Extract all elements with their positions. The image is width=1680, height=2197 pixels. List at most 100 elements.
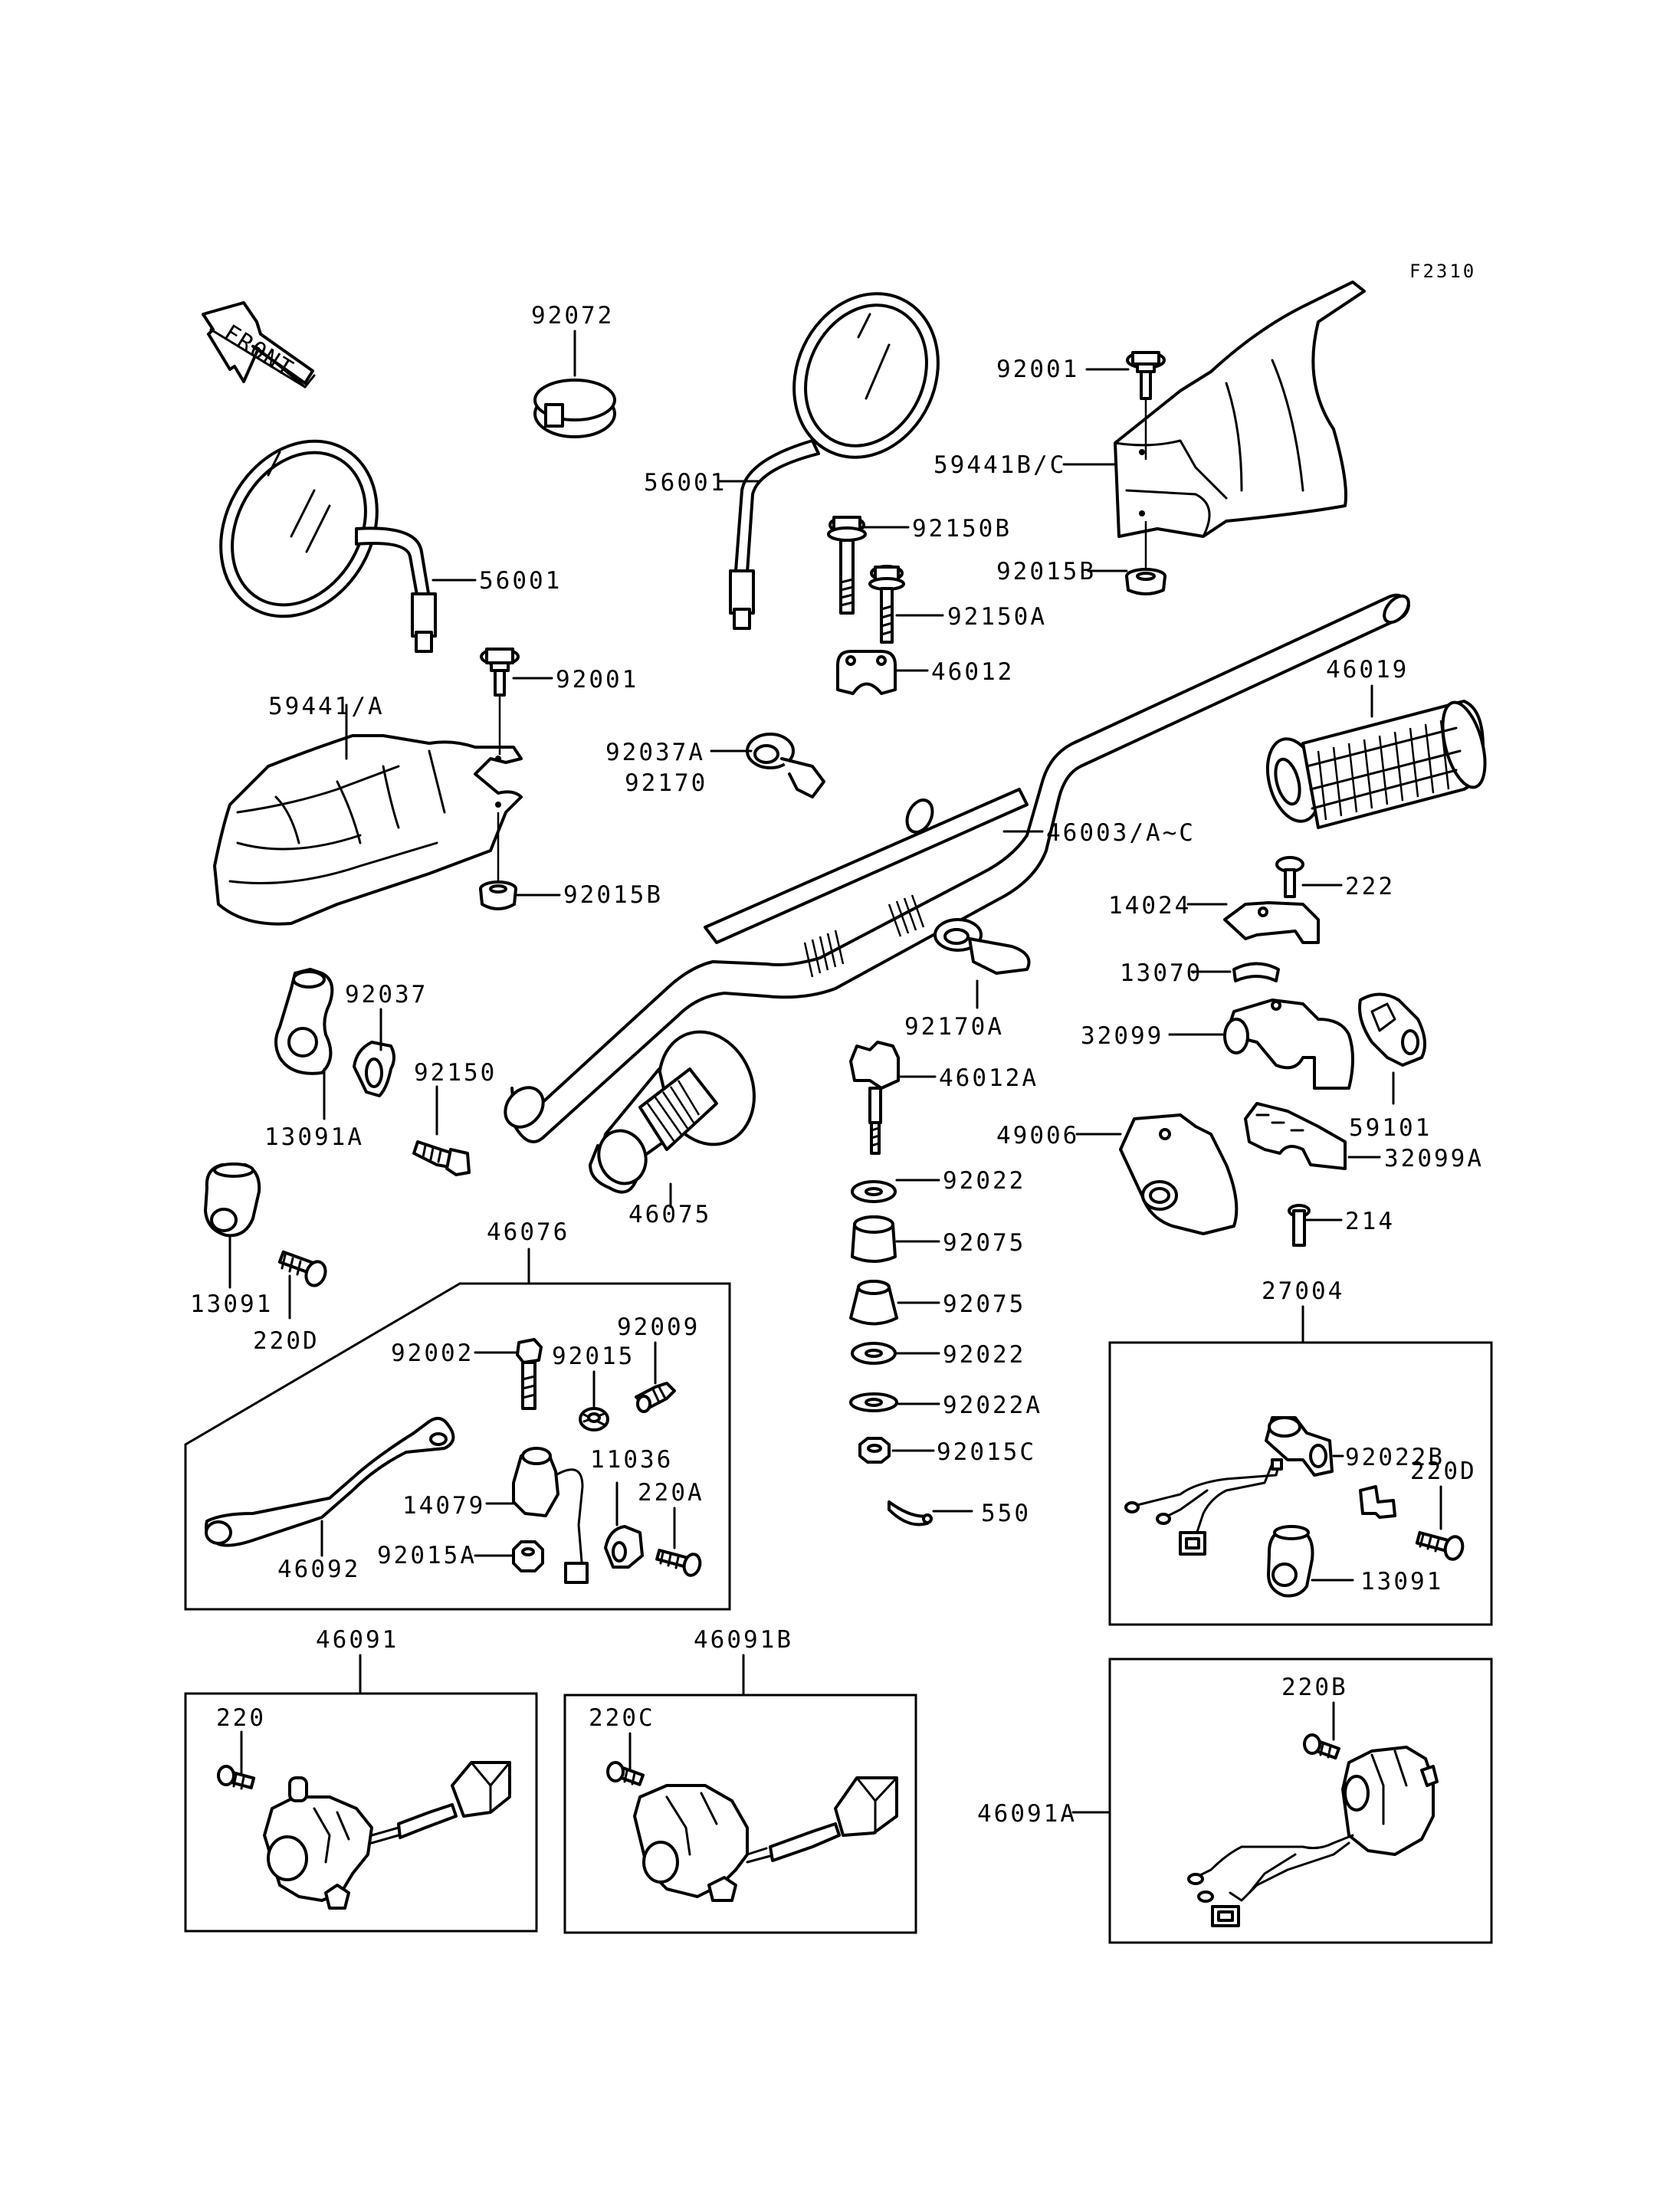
part-92015b-nut-right bbox=[1125, 568, 1166, 595]
part-214-screw bbox=[1288, 1204, 1311, 1247]
label-92170: 92170 bbox=[625, 769, 707, 797]
label-92001-left: 92001 bbox=[556, 666, 638, 694]
label-13070: 13070 bbox=[1120, 959, 1203, 987]
label-220b: 220B bbox=[1281, 1674, 1348, 1701]
part-92150a-bolt bbox=[868, 565, 905, 644]
part-92022-washer-b bbox=[851, 1342, 897, 1365]
label-46019: 46019 bbox=[1326, 656, 1409, 684]
label-92075-a: 92075 bbox=[943, 1229, 1025, 1257]
part-92002-bolt bbox=[516, 1338, 543, 1410]
label-49006: 49006 bbox=[996, 1122, 1079, 1149]
label-46092: 46092 bbox=[277, 1556, 360, 1583]
part-92015c-nut bbox=[858, 1437, 891, 1464]
label-92001-right: 92001 bbox=[996, 356, 1079, 383]
label-222: 222 bbox=[1345, 873, 1395, 900]
label-92037a: 92037A bbox=[605, 739, 705, 766]
part-222-screw bbox=[1275, 856, 1304, 898]
label-550: 550 bbox=[981, 1500, 1031, 1527]
part-32099-housing bbox=[1223, 998, 1354, 1090]
part-14079-perch bbox=[512, 1447, 589, 1584]
part-11036-switch bbox=[604, 1525, 644, 1569]
label-13091-right: 13091 bbox=[1360, 1568, 1443, 1595]
part-92009-adjuster bbox=[635, 1382, 676, 1413]
part-27004-clutch-switch bbox=[1124, 1416, 1334, 1556]
part-49006-throttle-body bbox=[1119, 1113, 1239, 1235]
label-92009: 92009 bbox=[617, 1313, 700, 1341]
part-92001-bolt-right bbox=[1126, 351, 1166, 400]
part-92015b-nut-left bbox=[479, 880, 517, 910]
part-46092-lever bbox=[205, 1417, 455, 1547]
part-220d-screw-left bbox=[277, 1250, 327, 1287]
label-92022-b: 92022 bbox=[943, 1341, 1025, 1369]
part-92015-adjuster-nut bbox=[579, 1407, 609, 1431]
part-14024-cover bbox=[1223, 901, 1320, 944]
part-92150-bolt bbox=[412, 1140, 471, 1176]
part-32099a-housing bbox=[1244, 1102, 1347, 1170]
part-92022a-washer bbox=[849, 1392, 898, 1412]
part-56001-mirror-right bbox=[729, 292, 940, 630]
label-13091a: 13091A bbox=[264, 1123, 364, 1151]
label-92015b-left: 92015B bbox=[563, 881, 663, 909]
label-220d-left: 220D bbox=[253, 1327, 320, 1355]
part-220b-screw bbox=[1303, 1733, 1340, 1760]
part-13091-clamp-right bbox=[1267, 1525, 1314, 1598]
label-92150b: 92150B bbox=[912, 515, 1012, 543]
part-220c-screw bbox=[606, 1761, 645, 1786]
label-92002: 92002 bbox=[391, 1340, 474, 1367]
label-46012: 46012 bbox=[931, 658, 1014, 686]
label-92015a: 92015A bbox=[377, 1542, 477, 1569]
label-46075: 46075 bbox=[628, 1201, 711, 1228]
part-46091a-switch bbox=[1187, 1746, 1439, 1927]
part-46003-handlebar bbox=[504, 593, 1410, 1143]
part-13070-band bbox=[1232, 962, 1280, 982]
label-46076: 46076 bbox=[487, 1218, 569, 1246]
label-92022b: 92022B bbox=[1345, 1444, 1445, 1471]
assembly-46091a-box bbox=[1108, 1658, 1493, 1944]
label-59441bc: 59441B/C bbox=[934, 451, 1066, 479]
label-11036: 11036 bbox=[590, 1446, 673, 1474]
label-13091-left: 13091 bbox=[190, 1290, 273, 1318]
label-220: 220 bbox=[216, 1704, 266, 1732]
part-220d-screw-right bbox=[1415, 1531, 1465, 1561]
part-59101-pulley bbox=[1358, 992, 1426, 1067]
label-59101: 59101 bbox=[1349, 1114, 1432, 1142]
part-46091-switch-left bbox=[263, 1761, 511, 1910]
part-550-cotter-pin bbox=[888, 1500, 933, 1526]
part-46012-clamp bbox=[836, 650, 897, 695]
label-56001-left: 56001 bbox=[479, 567, 562, 595]
part-92037-clamp bbox=[353, 1041, 395, 1097]
part-92022-washer-a bbox=[851, 1180, 897, 1203]
part-46012a-riser bbox=[849, 1041, 900, 1155]
label-14079: 14079 bbox=[402, 1492, 485, 1520]
part-46075-grip bbox=[589, 1030, 756, 1194]
label-214: 214 bbox=[1345, 1208, 1395, 1235]
label-14024: 14024 bbox=[1108, 892, 1191, 920]
diagram-code: F2310 bbox=[1409, 261, 1476, 282]
label-92072: 92072 bbox=[531, 302, 614, 330]
part-92170a-clip bbox=[934, 918, 1031, 975]
label-46091: 46091 bbox=[316, 1626, 399, 1654]
part-13091a-bracket bbox=[274, 968, 334, 1075]
label-46091a: 46091A bbox=[977, 1800, 1077, 1828]
part-46091b-switch bbox=[633, 1776, 898, 1902]
part-92072-ring bbox=[533, 379, 616, 438]
label-220c: 220C bbox=[589, 1704, 655, 1732]
part-92015a-nut bbox=[512, 1540, 544, 1572]
part-92075-rubber-a bbox=[851, 1215, 897, 1263]
label-32099a: 32099A bbox=[1384, 1145, 1484, 1172]
label-46012a: 46012A bbox=[939, 1064, 1039, 1092]
part-46019-throttle-grip bbox=[1265, 700, 1487, 829]
label-92022-a: 92022 bbox=[943, 1167, 1025, 1195]
label-92015b-right: 92015B bbox=[996, 558, 1096, 585]
label-92022a: 92022A bbox=[943, 1392, 1042, 1419]
front-arrow-icon: FRONT bbox=[202, 301, 316, 389]
label-92037: 92037 bbox=[345, 981, 428, 1008]
part-92022b-plate bbox=[1359, 1485, 1396, 1519]
label-220d-right: 220D bbox=[1410, 1458, 1477, 1485]
part-220a-screw bbox=[655, 1549, 702, 1577]
assembly-46091b-box bbox=[563, 1694, 917, 1934]
part-92037a-clip bbox=[746, 733, 825, 798]
label-32099: 32099 bbox=[1081, 1022, 1163, 1050]
assembly-46076-box bbox=[184, 1282, 731, 1611]
